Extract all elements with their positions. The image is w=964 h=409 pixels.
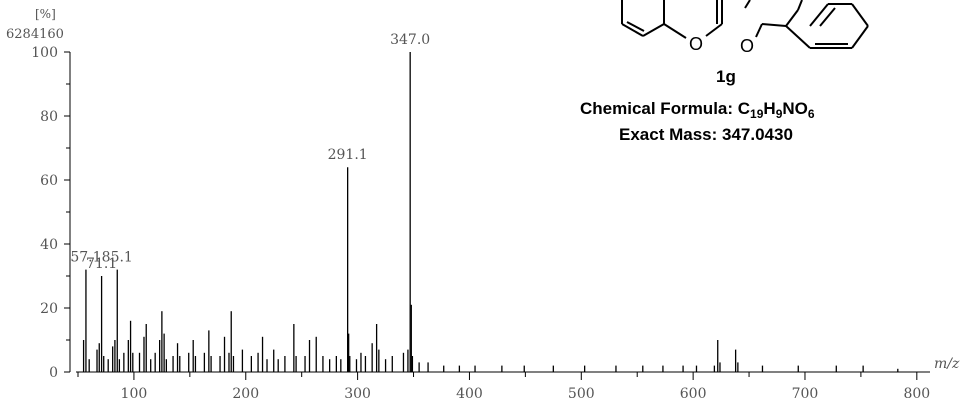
x-tick-label: 200 <box>232 386 259 402</box>
exact-mass: Exact Mass: 347.0430 <box>619 125 793 144</box>
y-tick-label: 0 <box>49 365 58 381</box>
y-tick-label: 100 <box>31 45 58 61</box>
y-max-intensity: 6284160 <box>6 27 64 42</box>
peak-label: 347.0 <box>390 32 430 48</box>
y-units-label: [%] <box>35 7 56 21</box>
chemical-formula: Chemical Formula: C19H9NO6 <box>580 99 815 121</box>
ring-oxygen-2: O <box>740 36 754 56</box>
y-tick-label: 20 <box>40 301 58 317</box>
peaks <box>82 52 899 372</box>
x-tick-label: 600 <box>680 386 707 402</box>
x-axis-label: m/z <box>934 356 960 372</box>
peak-labels: 347.0 291.1 57.171.185.1 <box>70 32 430 272</box>
compound-label: 1g <box>716 67 736 86</box>
x-tick-label: 500 <box>568 386 595 402</box>
x-tick-label: 700 <box>792 386 819 402</box>
y-tick-label: 40 <box>40 237 58 253</box>
x-tick-label: 300 <box>344 386 371 402</box>
peak-label: 291.1 <box>328 147 368 163</box>
ring-oxygen-1: O <box>689 34 703 54</box>
y-tick-label: 60 <box>40 173 58 189</box>
x-tick-label: 400 <box>456 386 483 402</box>
x-tick-label: 800 <box>903 386 930 402</box>
peak-label: 85.1 <box>102 250 133 266</box>
chemical-structure <box>621 0 869 49</box>
y-ticks: 0 20 40 60 80 100 <box>31 45 70 381</box>
x-tick-label: 100 <box>121 386 148 402</box>
x-ticks: 100 200 300 400 500 600 700 800 <box>77 372 930 402</box>
peak-label: 71.1 <box>86 256 117 272</box>
peak-label: 57.1 <box>70 250 101 266</box>
y-tick-label: 80 <box>40 109 58 125</box>
